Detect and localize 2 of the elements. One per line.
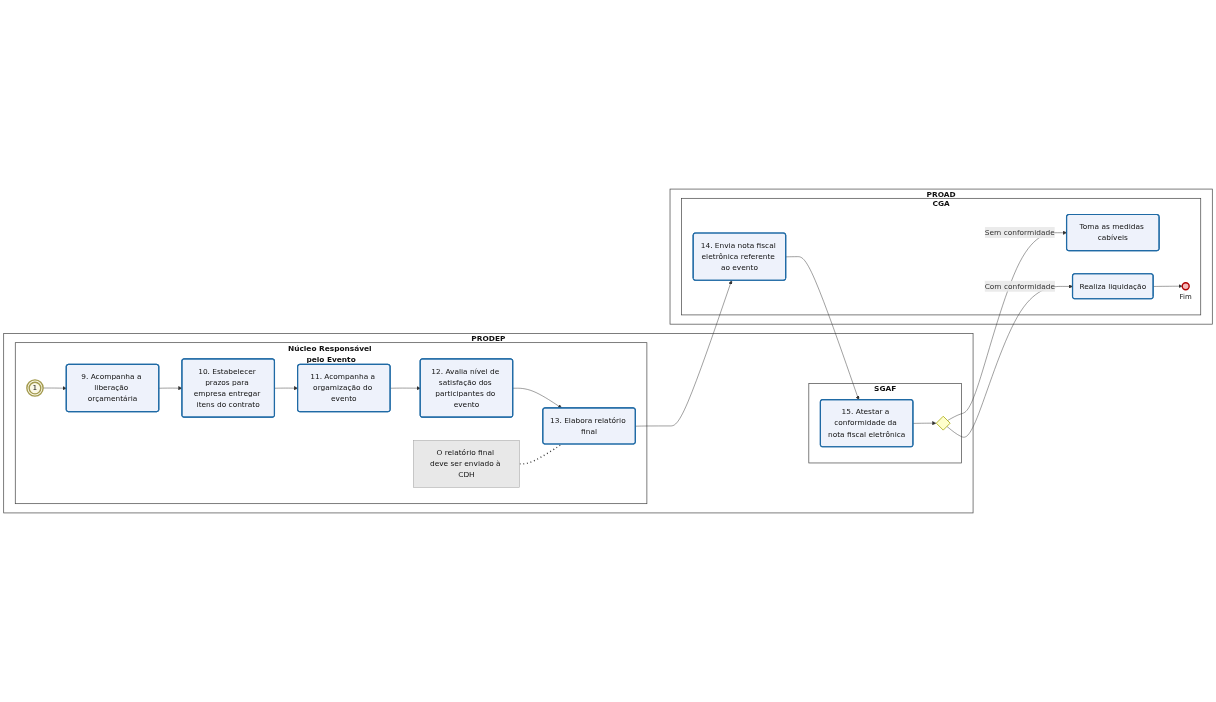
node-diamond — [935, 415, 951, 431]
node-circle — [1181, 282, 1190, 291]
